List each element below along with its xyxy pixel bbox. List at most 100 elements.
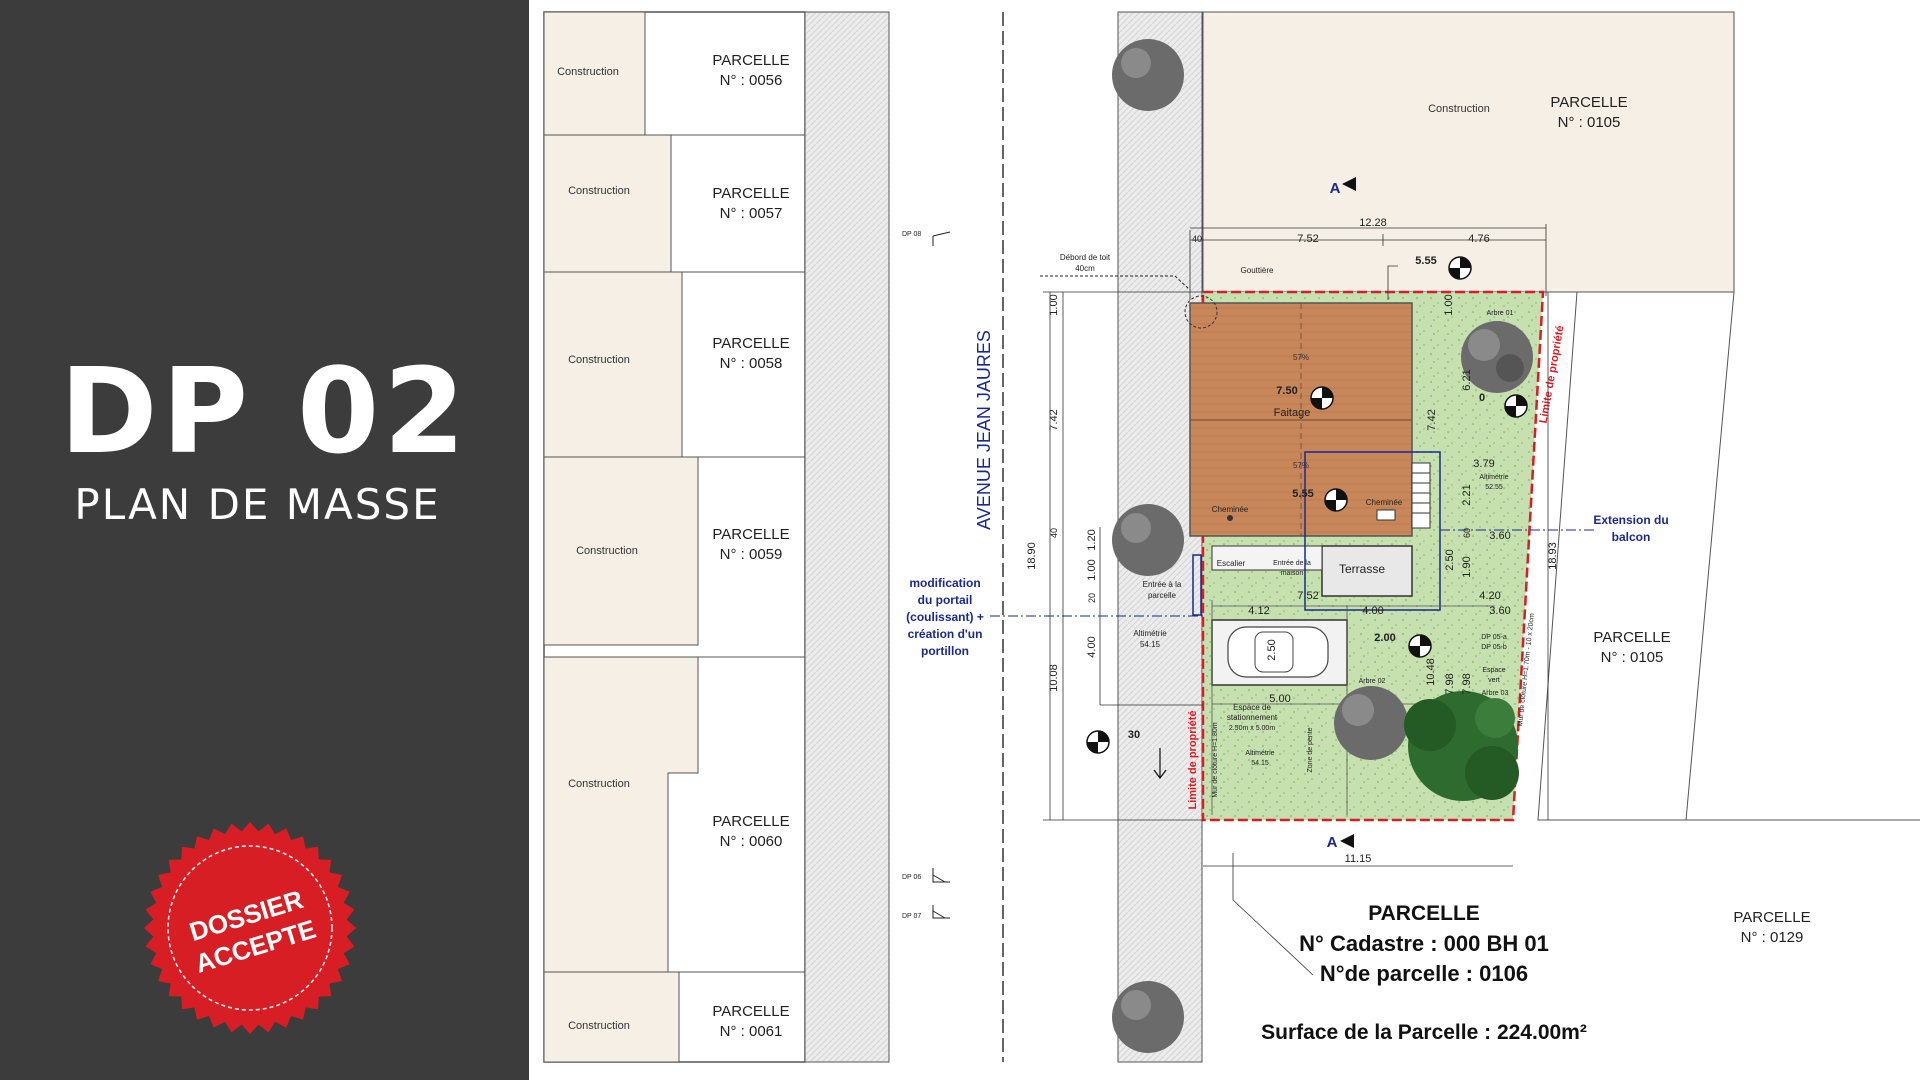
- roof-slope: 57%: [1293, 461, 1309, 470]
- construction-0061: [543, 971, 680, 1063]
- dim-height: 7.98: [1444, 673, 1456, 694]
- chimney-label: Cheminée: [1366, 498, 1403, 507]
- tree-highlight: [1121, 990, 1151, 1020]
- dim-level: 30: [1128, 729, 1140, 741]
- level-markers: [1086, 256, 1528, 779]
- parcel-label: PARCELLE: [712, 52, 789, 69]
- tree-crown: [1112, 39, 1184, 111]
- parcel-number: N° : 0058: [720, 355, 783, 372]
- ridge-label: Faitage: [1274, 407, 1311, 419]
- dim-height: 2.50: [1266, 639, 1278, 660]
- dim-height: 7.42: [1048, 409, 1060, 430]
- height-leader: [1387, 265, 1398, 300]
- left-parcels: Construction Construction Construction C…: [543, 11, 806, 1063]
- house-entrance-label: Entrée de la: [1273, 560, 1311, 567]
- parcel-label: PARCELLE: [712, 1003, 789, 1020]
- dim-offset: 40: [1049, 528, 1059, 538]
- subject-parcel: 57% 57% Faitage Cheminée Cheminée Terras…: [1187, 290, 1595, 822]
- house-entrance-label: maison: [1281, 570, 1304, 577]
- parcel-label: PARCELLE: [712, 526, 789, 543]
- parcel-number: N° : 0129: [1741, 929, 1804, 946]
- construction-0059: [543, 456, 699, 646]
- dim-offset: 20: [1087, 593, 1097, 603]
- dim-height: 1.00: [1443, 294, 1455, 315]
- level-marker-icon: [1448, 256, 1472, 280]
- level-marker-icon: [1310, 386, 1334, 410]
- tree-highlight: [1121, 513, 1151, 543]
- parcel-number: N° : 0059: [720, 546, 783, 563]
- tree-icon: [1112, 504, 1184, 576]
- tree-label: Arbre 01: [1487, 310, 1514, 317]
- view-ref: DP 08: [902, 231, 921, 238]
- terrace: [1321, 545, 1413, 597]
- construction-0057: [543, 134, 672, 273]
- parcel-label: PARCELLE: [1593, 629, 1670, 646]
- view-ref: DP 05-b: [1481, 644, 1507, 651]
- dimensions: [1043, 224, 1549, 976]
- dim-height: 1.00: [1086, 559, 1098, 580]
- dim-width: 4.00: [1362, 605, 1383, 617]
- level-marker-icon: [1504, 394, 1528, 418]
- stairs: [1411, 462, 1431, 529]
- parcel-label: PARCELLE: [712, 813, 789, 830]
- dim-height: 5.55: [1415, 255, 1436, 267]
- dossier-accepte-stamp: DOSSIER ACCEPTE: [144, 822, 356, 1034]
- neighbour-parcels: Construction PARCELLE N° : 0105 PARCELLE…: [1202, 11, 1920, 946]
- tree-01: [1461, 321, 1533, 393]
- balcony-extension-outline: [1304, 451, 1441, 611]
- dim-height: 2.21: [1461, 484, 1473, 505]
- annotation-line: création d'un: [908, 627, 983, 641]
- view-references: DP 08 DP 06 DP 07: [902, 231, 951, 920]
- annotation-line: portillon: [921, 644, 969, 658]
- tree-shadow: [1496, 354, 1524, 382]
- construction-label: Construction: [568, 185, 630, 197]
- chimney-label: Cheminée: [1212, 505, 1249, 514]
- dim-height: 1.90: [1461, 556, 1473, 577]
- tree-02: [1334, 686, 1408, 760]
- parking-label: stationnement: [1227, 713, 1278, 722]
- altimetry-label: Altimétrie: [1479, 474, 1508, 481]
- dim-width: 4.20: [1479, 590, 1500, 602]
- tree-highlight: [1121, 48, 1151, 78]
- dim-height: 7.42: [1426, 409, 1438, 430]
- portal-annotation: modification du portail (coulissant) + c…: [906, 576, 984, 658]
- dim-total-width: 12.28: [1359, 217, 1387, 229]
- tree-shadow: [1404, 699, 1456, 751]
- parcel-number: N° : 0060: [720, 833, 783, 850]
- tree-label: Arbre 02: [1359, 678, 1386, 685]
- tree-icon: [1112, 39, 1184, 111]
- parcel-surface: Surface de la Parcelle : 224.00m²: [1261, 1021, 1587, 1044]
- dim-height: 1.00: [1048, 294, 1060, 315]
- tree-icon: [1112, 981, 1184, 1053]
- parcel-label: PARCELLE: [712, 335, 789, 352]
- parcel-divider: [1685, 291, 1735, 821]
- dim-height: 2.50: [1444, 549, 1456, 570]
- street-name: AVENUE JEAN JAURES: [974, 330, 994, 530]
- dim-width: 7.52: [1297, 590, 1318, 602]
- stamp-inner-ring: [167, 845, 333, 1011]
- dim-width: 3.79: [1473, 458, 1494, 470]
- view-ref: DP 06: [902, 874, 921, 881]
- dim-right-span: 4.76: [1468, 233, 1489, 245]
- dim-parcel-width: 11.15: [1345, 853, 1372, 865]
- view-angle-icon: [932, 868, 950, 883]
- sidewalk-left: [804, 11, 890, 1063]
- tree-crown: [1112, 504, 1184, 576]
- view-ref: DP 07: [902, 913, 921, 920]
- dim-depth: 18.90: [1026, 542, 1038, 570]
- chimney: [1227, 515, 1233, 521]
- annotation-line: (coulissant) +: [906, 610, 984, 624]
- level-marker-icon: [1324, 488, 1348, 512]
- eave-label: Débord de toit: [1060, 253, 1111, 262]
- dim-eave: 40: [1192, 234, 1202, 244]
- parcel-label: PARCELLE: [712, 185, 789, 202]
- stamp-badge-shape: [144, 822, 356, 1034]
- tree-label: Arbre 03: [1482, 690, 1509, 697]
- stairs-label: Escalier: [1217, 559, 1246, 568]
- parking-label: 2.50m x 5.00m: [1229, 725, 1275, 732]
- property-boundary: [1201, 290, 1545, 822]
- car-roof: [1254, 631, 1294, 673]
- arrow-down-icon: [1153, 748, 1167, 779]
- parcel-number: N° : 0057: [720, 205, 783, 222]
- misc-labels: Débord de toit 40cm Gouttière Entrée à l…: [990, 253, 1274, 649]
